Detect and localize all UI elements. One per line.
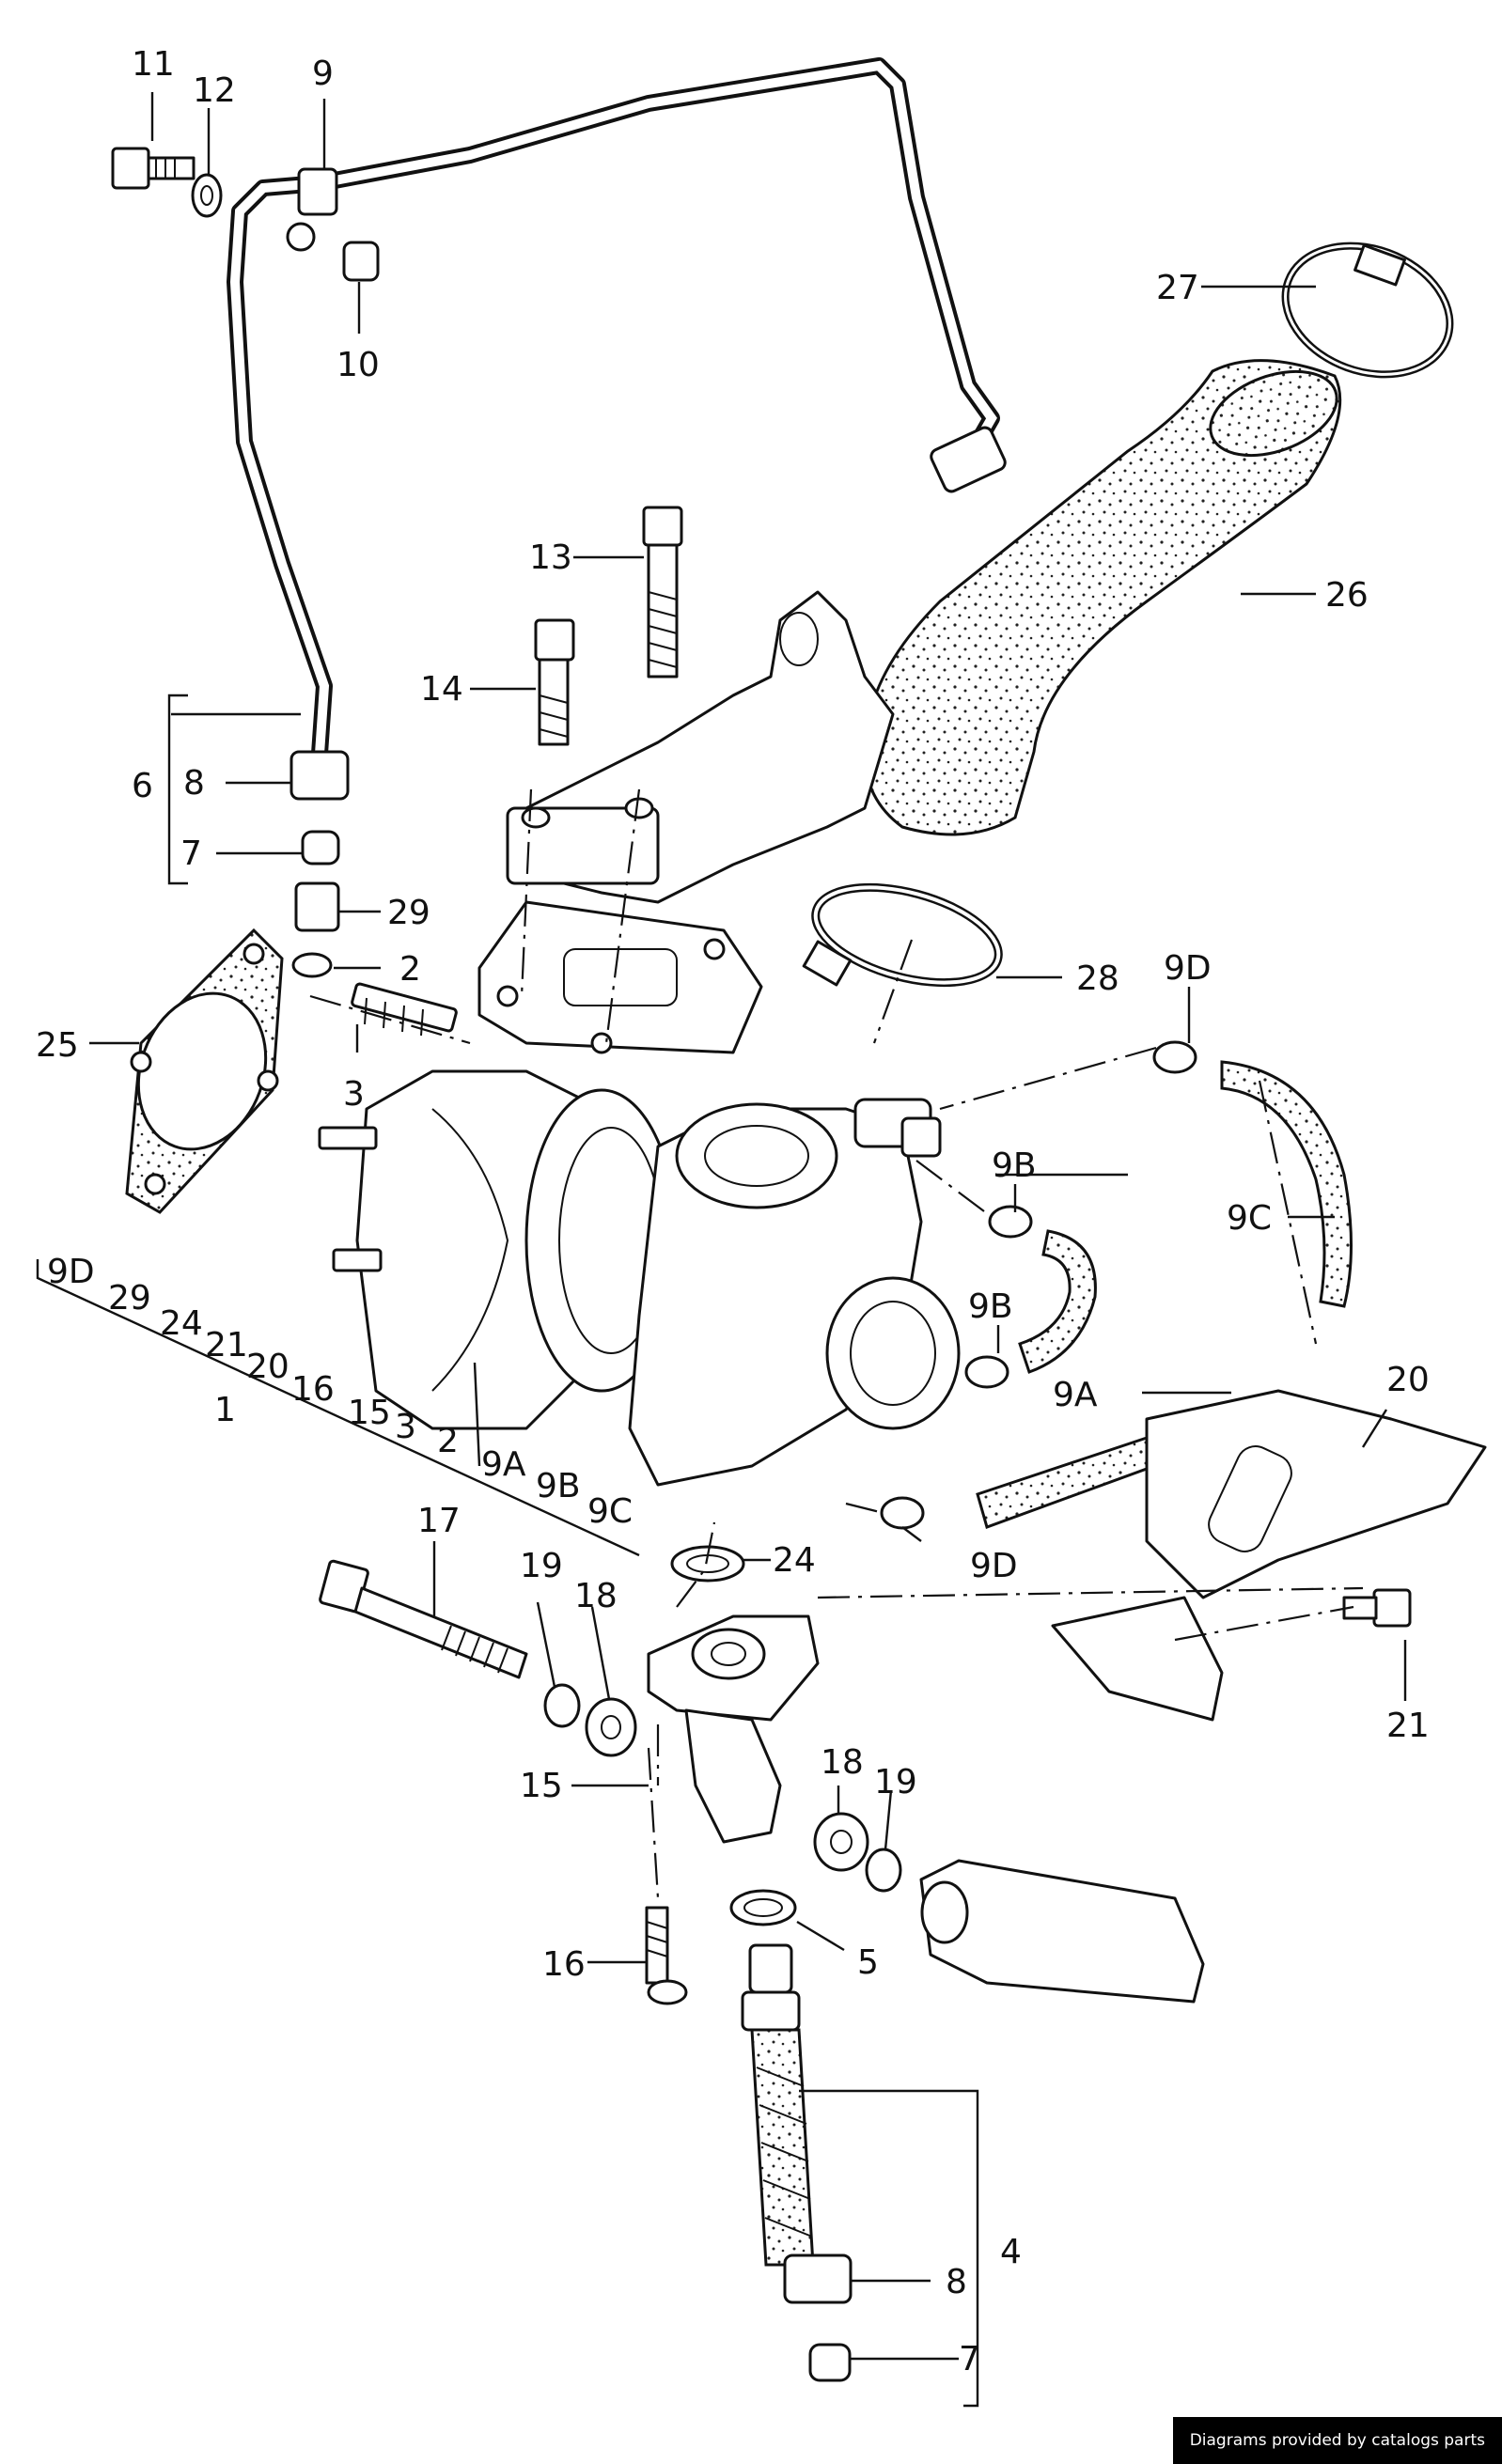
label-25: 25	[36, 1026, 79, 1065]
nut-8b	[783, 2253, 853, 2304]
label-14: 14	[420, 670, 463, 709]
bracket-20	[1145, 1389, 1487, 1599]
gasket-25	[125, 928, 284, 1214]
washer-2	[291, 952, 333, 978]
group-list-item: 9C	[587, 1492, 633, 1531]
group-list-item: 9A	[481, 1445, 526, 1484]
label-21: 21	[1386, 1707, 1430, 1745]
label-8b: 8	[946, 2263, 967, 2301]
label-5: 5	[857, 1943, 879, 1982]
stud-13	[642, 506, 683, 678]
label-11: 11	[132, 45, 175, 84]
group-list-item: 20	[246, 1348, 289, 1386]
group-list-item: 15	[348, 1394, 391, 1432]
hose-clamp-27	[1281, 242, 1454, 379]
oil-feed-pipe	[227, 57, 1007, 755]
group-list-item: 9D	[47, 1253, 95, 1291]
bolt-17	[319, 1559, 528, 1679]
label-9: 9	[312, 55, 334, 93]
sleeve-7a	[301, 830, 340, 866]
adapter-29	[294, 881, 340, 932]
group-list-item: 2	[437, 1422, 459, 1460]
washer-18b	[813, 1812, 869, 1872]
label-9C: 9C	[1227, 1199, 1272, 1238]
bolt-14	[534, 618, 575, 746]
label-17: 17	[417, 1502, 461, 1540]
assembly-lines	[309, 788, 1364, 1899]
group-list-item: 9B	[536, 1467, 581, 1505]
label-7a: 7	[180, 834, 202, 873]
hose-9A	[1018, 1229, 1097, 1374]
sleeve-10	[342, 241, 380, 282]
sleeve-7b	[808, 2343, 852, 2382]
label-9D-bottom: 9D	[970, 1547, 1018, 1585]
nut-8a	[289, 750, 350, 801]
label-15: 15	[520, 1767, 563, 1805]
label-12: 12	[193, 71, 236, 110]
turbocharger	[318, 982, 961, 1487]
leader-lines	[36, 92, 1407, 2408]
label-9B-top: 9B	[992, 1146, 1037, 1185]
hose-9C	[1220, 1060, 1353, 1308]
label-27: 27	[1156, 269, 1199, 307]
label-26: 26	[1325, 576, 1369, 615]
hose-9D-lower	[976, 1436, 1156, 1529]
label-18-right: 18	[821, 1743, 864, 1782]
bolt-21	[1342, 1588, 1412, 1628]
label-9B-bottom: 9B	[968, 1287, 1013, 1326]
label-10: 10	[336, 346, 380, 384]
washer-19b	[865, 1848, 902, 1893]
callout-labels: 11 12 9 10 27 13 26 14 6 8 7 29 2 28 9D …	[36, 45, 1430, 2378]
group-list-item: 21	[205, 1326, 248, 1365]
bolt-11	[111, 147, 196, 190]
group-list-item: 24	[160, 1304, 203, 1343]
group-list-item: 16	[291, 1370, 335, 1409]
label-28: 28	[1076, 959, 1119, 998]
label-4: 4	[1000, 2233, 1022, 2271]
label-16: 16	[542, 1945, 586, 1984]
washer-18a	[585, 1697, 637, 1757]
label-13: 13	[529, 538, 572, 577]
oil-return-hose-4	[741, 1943, 853, 2382]
credit-banner: Diagrams provided by catalogs parts	[1172, 2417, 1502, 2464]
label-24: 24	[773, 1541, 816, 1580]
label-19-left: 19	[520, 1547, 563, 1585]
label-2: 2	[399, 950, 421, 989]
label-7b: 7	[959, 2340, 980, 2378]
label-3: 3	[343, 1075, 365, 1114]
gasket-5	[729, 1889, 797, 1926]
engine-block-port	[919, 1859, 1205, 2004]
label-8a: 8	[183, 764, 205, 803]
stud-16	[645, 1906, 688, 2005]
intake-hose-26	[863, 359, 1342, 836]
oil-return-flange-15	[647, 1614, 820, 1844]
label-29: 29	[387, 894, 430, 932]
flange-gasket	[477, 900, 763, 1054]
label-1: 1	[214, 1391, 236, 1429]
group-list-item: 3	[395, 1408, 416, 1446]
label-20: 20	[1386, 1361, 1430, 1399]
label-19-right: 19	[874, 1763, 917, 1801]
label-9D-top: 9D	[1164, 949, 1212, 988]
label-6: 6	[132, 767, 153, 805]
gasket-24	[670, 1545, 745, 1583]
washer-12	[191, 173, 223, 218]
group-list-item: 29	[108, 1279, 151, 1318]
label-9A: 9A	[1053, 1376, 1098, 1414]
washer-19a	[543, 1683, 581, 1728]
label-18-left: 18	[574, 1577, 618, 1615]
